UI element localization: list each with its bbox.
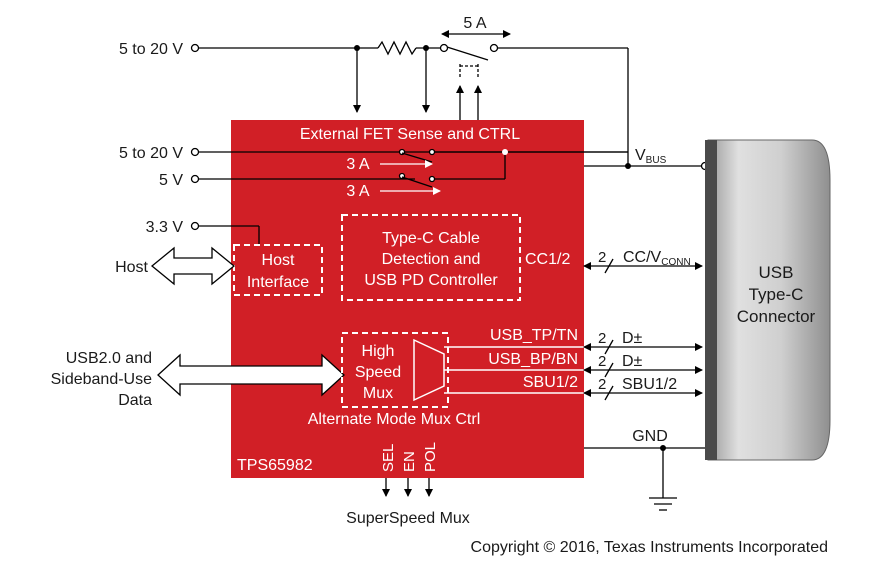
pd-controller-box [341, 214, 521, 301]
gnd-label: GND [632, 428, 668, 445]
dp-label: D± [622, 353, 643, 370]
usb-connector-body [707, 139, 831, 461]
alt-mode-label: Alternate Mode Mux Ctrl [308, 411, 481, 428]
bus-count: 2 [598, 249, 606, 266]
dp-label: D± [622, 330, 643, 347]
mux-label: High [362, 343, 395, 360]
bus-count: 2 [598, 376, 606, 393]
usb-data-double-arrow [157, 353, 345, 397]
usb-connector-edge [705, 140, 717, 460]
host-double-arrow [150, 246, 236, 286]
mux-label: Speed [355, 364, 401, 381]
copyright-text: Copyright © 2016, Texas Instruments Inco… [471, 539, 828, 556]
superspeed-label: SuperSpeed Mux [346, 510, 470, 527]
host-interface-label: Host [262, 252, 295, 269]
superspeed-arrows [382, 478, 433, 497]
sbu-label: SBU1/2 [622, 376, 677, 393]
pin-pol-label: POL [422, 442, 439, 472]
pd-controller-label: Type-C Cable [382, 230, 480, 247]
node-dot [354, 45, 360, 51]
host-label: Host [115, 259, 148, 276]
current-limit-label: 5 A [463, 15, 486, 32]
host-interface-box [233, 244, 323, 296]
connector-label: USB [759, 263, 794, 282]
fet-sense-title: External FET Sense and CTRL [300, 126, 520, 143]
mux-label: Mux [363, 385, 393, 402]
bus-count: 2 [598, 353, 606, 370]
input-voltage-label: 3.3 V [146, 219, 184, 236]
pin-sbu-label: SBU1/2 [523, 374, 578, 391]
pin-sel-label: SEL [380, 444, 397, 472]
usb-data-label: Sideband-Use [51, 371, 153, 388]
vbus-label: VBUS [635, 147, 667, 166]
switch-3a-label: 3 A [346, 156, 369, 173]
input-voltage-label: 5 to 20 V [119, 145, 183, 162]
bus-count: 2 [598, 330, 606, 347]
chip-name: TPS65982 [237, 457, 313, 474]
node-dot [502, 149, 508, 155]
input-voltage-label: 5 V [159, 172, 183, 189]
pd-controller-label: USB PD Controller [364, 272, 498, 289]
power-path-top [190, 30, 629, 166]
node-dot [423, 45, 429, 51]
input-voltage-label: 5 to 20 V [119, 41, 183, 58]
host-interface-label: Interface [247, 274, 309, 291]
cc-pin-label: CC1/2 [525, 251, 570, 268]
cc-vconn-label: CC/VCONN [623, 249, 691, 268]
node-dot [625, 163, 631, 169]
usb-data-label: USB2.0 and [66, 350, 152, 367]
bus-lines [583, 258, 706, 511]
pin-en-label: EN [401, 451, 418, 472]
node-dot [660, 445, 666, 451]
pd-controller-label: Detection and [382, 251, 481, 268]
connector-label: Connector [737, 307, 816, 326]
connector-label: Type-C [749, 285, 804, 304]
power-switch-lines [190, 147, 702, 245]
pin-usb-bp-label: USB_BP/BN [488, 351, 578, 368]
mux-output-lines [444, 346, 584, 394]
mux-trapezoid [413, 338, 445, 402]
pin-usb-tp-label: USB_TP/TN [490, 327, 578, 344]
usb-data-label: Data [118, 392, 152, 409]
switch-3a-label: 3 A [346, 183, 369, 200]
